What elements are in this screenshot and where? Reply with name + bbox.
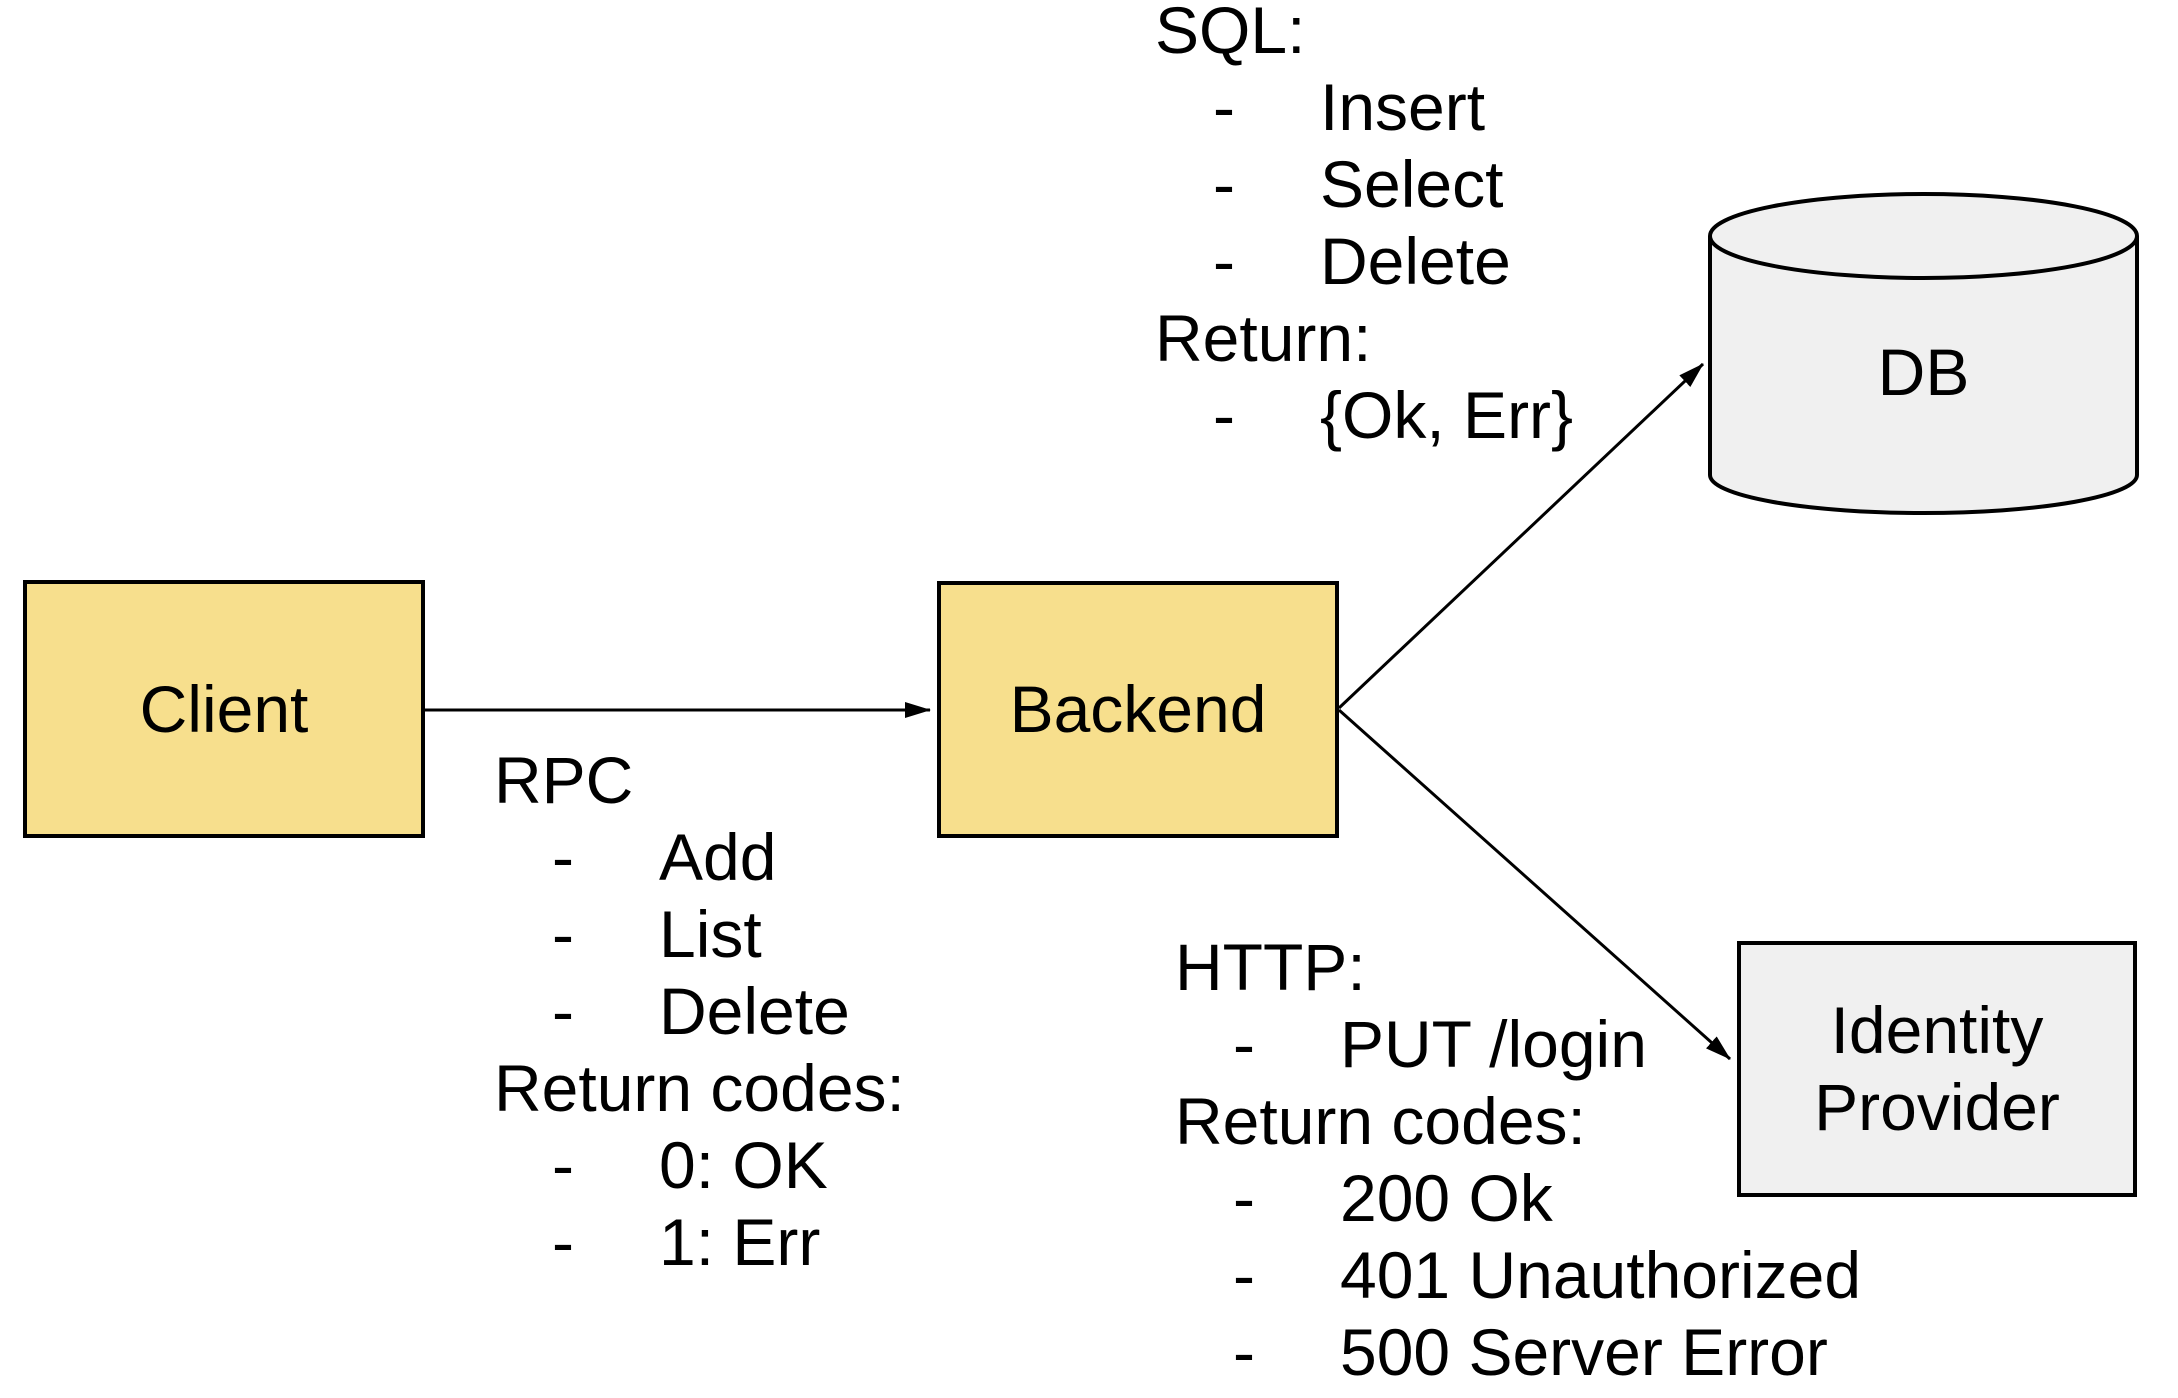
- bullet-dash: -: [552, 897, 574, 971]
- bullet-dash: -: [1213, 224, 1235, 298]
- bullet-dash: -: [552, 974, 574, 1048]
- node-backend: Backend: [937, 581, 1339, 838]
- node-identity-provider: Identity Provider: [1737, 941, 2137, 1197]
- text-line: Return codes:: [1175, 1084, 1586, 1158]
- text-line: -Select: [1213, 147, 1504, 221]
- node-identity-provider-label-line2: Provider: [1814, 1070, 2060, 1144]
- http-annotation: HTTP: -PUT /login Return codes: -200 Ok …: [1175, 929, 1862, 1391]
- text-line: -200 Ok: [1233, 1161, 1553, 1235]
- node-backend-label: Backend: [1009, 672, 1267, 746]
- bullet-dash: -: [1233, 1238, 1255, 1312]
- text-line: Return:: [1155, 301, 1372, 375]
- bullet-dash: -: [552, 1205, 574, 1279]
- text-line: -List: [552, 897, 762, 971]
- text-line: -Delete: [1213, 224, 1511, 298]
- edge-backend-identity-provider: [1338, 708, 1731, 1061]
- text-line: SQL:: [1155, 0, 1306, 67]
- bullet-dash: -: [1233, 1315, 1255, 1389]
- db-cylinder-top: [1708, 192, 2139, 280]
- node-client: Client: [23, 580, 425, 838]
- node-db-label: DB: [1877, 335, 1970, 409]
- bullet-dash: -: [1233, 1161, 1255, 1235]
- bullet-dash: -: [1213, 70, 1235, 144]
- bullet-dash: -: [1213, 378, 1235, 452]
- text-line: -0: OK: [552, 1128, 828, 1202]
- text-line: -{Ok, Err}: [1213, 378, 1574, 452]
- text-line: -Insert: [1213, 70, 1486, 144]
- edge-backend-db: [1337, 362, 1705, 710]
- bullet-dash: -: [552, 820, 574, 894]
- text-line: -401 Unauthorized: [1233, 1238, 1862, 1312]
- bullet-dash: -: [552, 1128, 574, 1202]
- node-identity-provider-label-line1: Identity: [1830, 993, 2044, 1067]
- node-client-label: Client: [139, 671, 309, 746]
- node-db-cylinder: [1708, 192, 2139, 515]
- sql-annotation: SQL: -Insert -Select -Delete Return: -{O…: [1155, 0, 1574, 454]
- text-line: HTTP:: [1175, 930, 1366, 1004]
- text-line: -Add: [552, 820, 777, 894]
- text-line: -500 Server Error: [1233, 1315, 1828, 1389]
- rpc-annotation: RPC -Add -List -Delete Return codes: -0:…: [494, 742, 905, 1281]
- text-line: Return codes:: [494, 1051, 905, 1125]
- text-line: -Delete: [552, 974, 850, 1048]
- text-line: -PUT /login: [1233, 1007, 1647, 1081]
- text-line: -1: Err: [552, 1205, 821, 1279]
- text-line: RPC: [494, 743, 634, 817]
- bullet-dash: -: [1233, 1007, 1255, 1081]
- bullet-dash: -: [1213, 147, 1235, 221]
